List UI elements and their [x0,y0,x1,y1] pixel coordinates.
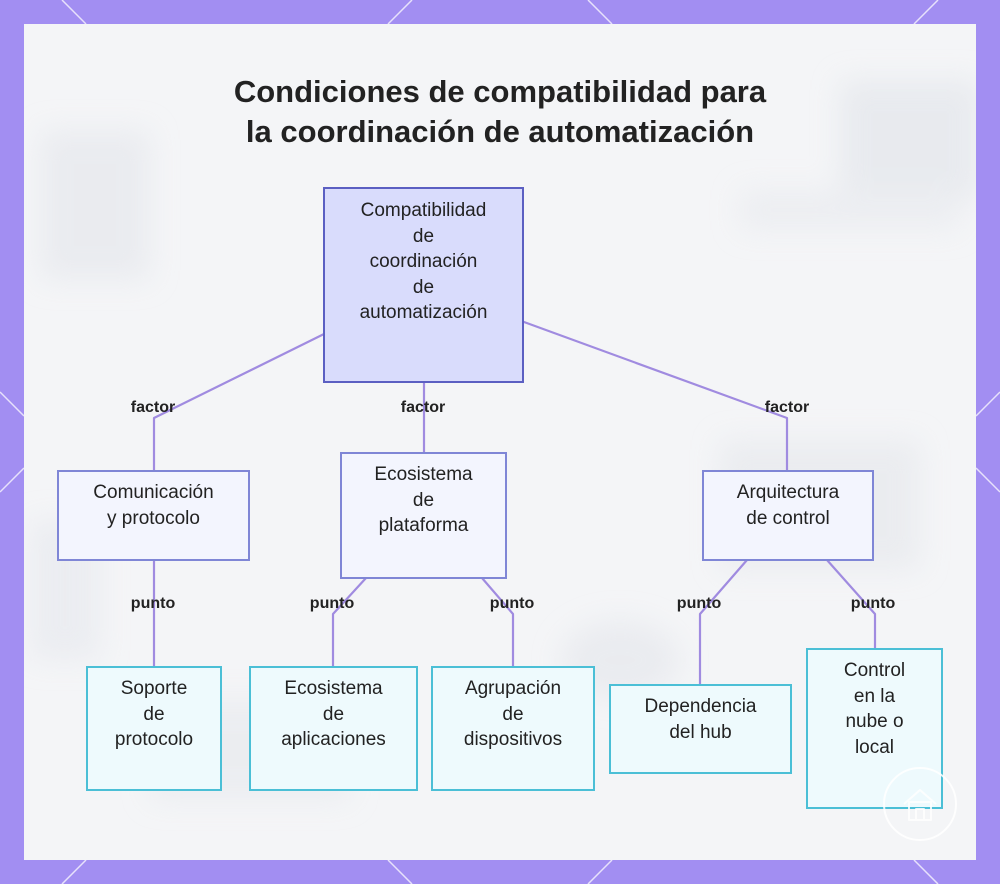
node-text: Dependencia [644,696,757,717]
node-text: dispositivos [463,729,563,751]
node-dependencia: Dependencia del hub [609,684,792,774]
node-soporte: Soporte de protocolo [86,666,222,791]
node-text: de [412,489,435,511]
title-line-1: Condiciones de compatibilidad para [233,74,767,109]
node-text: nube o [845,711,904,733]
edge-arquitectura-control [825,558,877,650]
node-text: Control [843,660,906,681]
node-root: Compatibilidad de coordinación de automa… [323,187,524,383]
edge-label-factor: factor [400,399,446,416]
node-text: de [502,703,524,725]
node-text: local [854,736,895,758]
node-comunicacion: Comunicación y protocolo [57,470,250,561]
node-text: Arquitectura [736,482,840,503]
edge-arquitectura-dependencia [698,558,749,686]
edge-label-punto: punto [850,595,896,612]
node-text: en la [853,685,896,707]
node-text: Agrupación [464,678,562,699]
node-text: coordinación [369,251,478,273]
edge-label-factor: factor [130,399,176,416]
edge-label-factor: factor [764,399,810,416]
node-text: Ecosistema [374,464,473,485]
node-ecosistema-plataforma: Ecosistema de plataforma [340,452,507,579]
node-text: Compatibilidad [360,200,487,221]
edge-label-punto: punto [676,595,722,612]
diagram-title: Condiciones de compatibilidad para la co… [0,72,1000,152]
node-ecosistema-aplicaciones: Ecosistema de aplicaciones [249,666,418,791]
node-text: Ecosistema [284,678,383,699]
node-text: Soporte [120,678,188,699]
node-text: plataforma [378,515,469,537]
edge-plataforma-agrupacion [480,576,515,668]
node-text: Comunicación [93,482,214,503]
node-text: de [322,703,345,725]
node-text: protocolo [114,729,194,751]
node-text: del hub [669,721,732,743]
edge-plataforma-aplicaciones [331,576,368,668]
node-text: de [412,276,435,298]
node-agrupacion: Agrupación de dispositivos [431,666,595,791]
edge-root-arquitectura [522,320,789,472]
house-icon [883,767,957,841]
edge-label-punto: punto [309,595,355,612]
edge-root-comunicacion [152,332,326,472]
title-line-2: la coordinación de automatización [245,114,755,149]
edge-label-punto: punto [489,595,535,612]
node-text: y protocolo [107,507,200,529]
node-text: aplicaciones [281,729,386,751]
node-text: de [412,225,435,247]
edge-label-punto: punto [130,595,176,612]
node-control-nube: Control en la nube o local [806,648,943,809]
node-arquitectura: Arquitectura de control [702,470,874,561]
node-text: automatización [359,302,488,324]
node-text: de control [746,507,830,529]
node-text: de [143,703,165,725]
